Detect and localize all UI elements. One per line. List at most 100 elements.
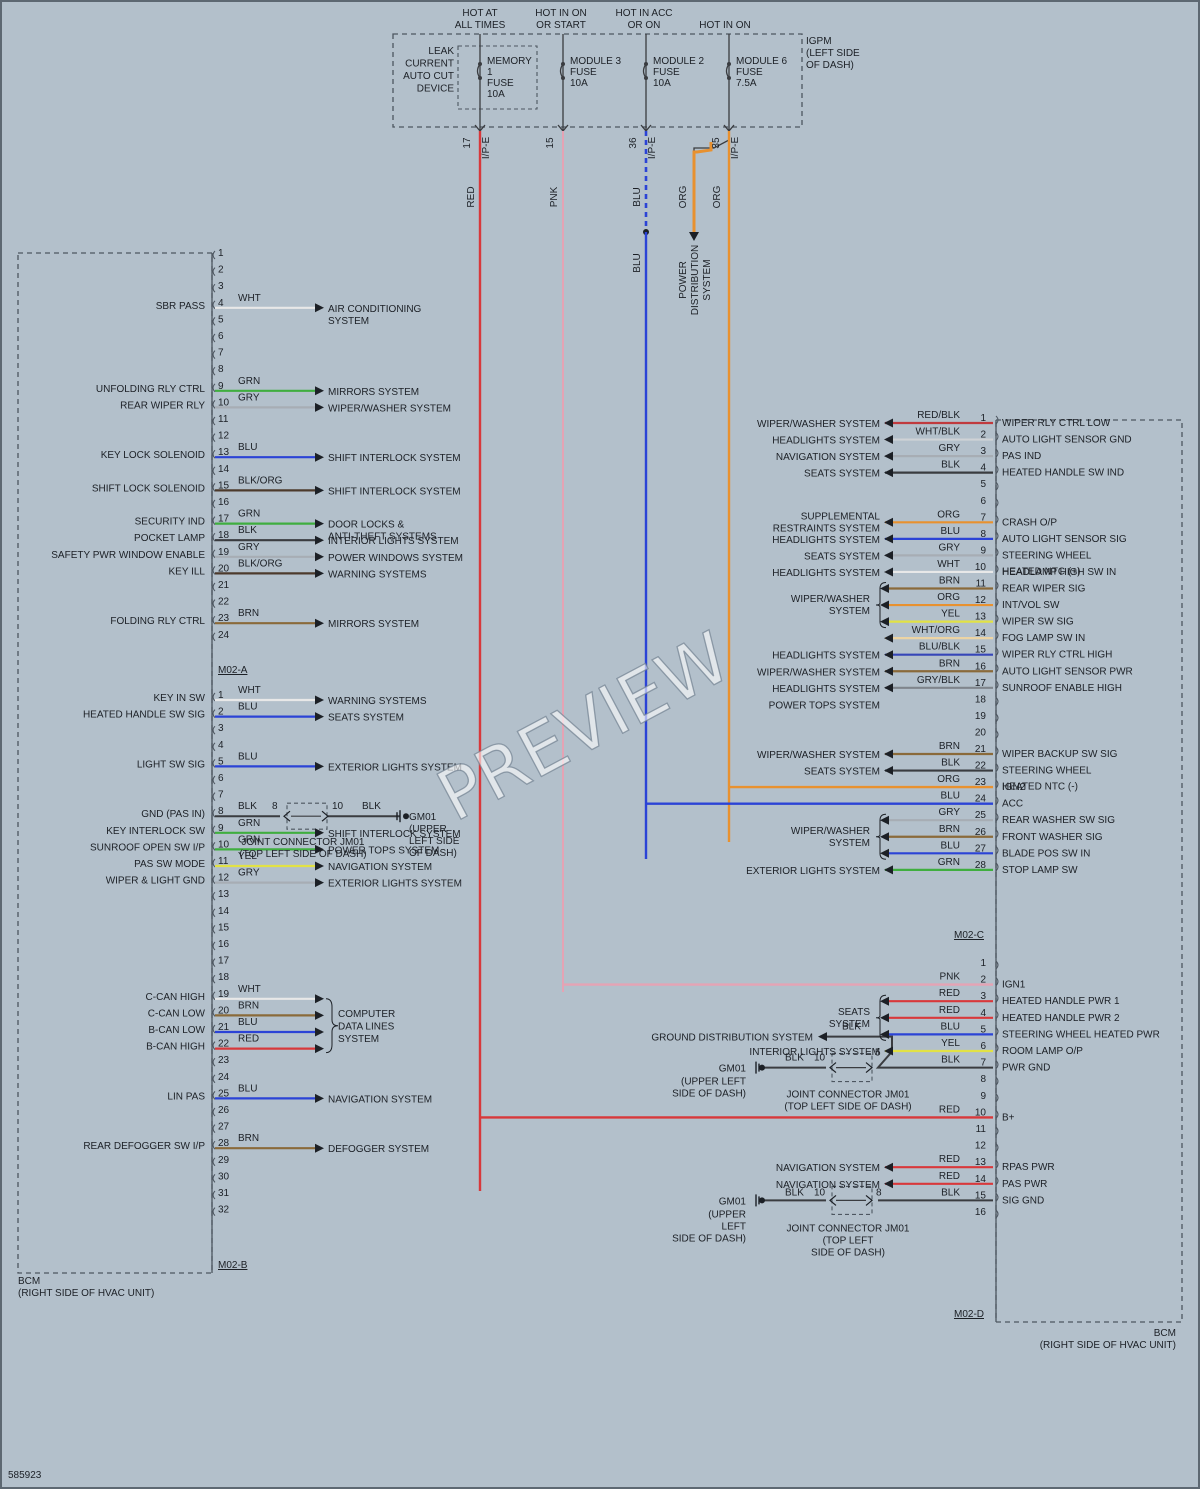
pin-number: 7: [980, 1058, 986, 1069]
system-label: HEADLIGHTS SYSTEM: [772, 436, 880, 447]
pin-socket: [212, 1174, 216, 1183]
joint-connector-label: SIDE OF DASH): [811, 1247, 885, 1258]
pin-number: 13: [218, 447, 230, 458]
pin-socket: [212, 333, 216, 343]
arrow-left-a: [315, 552, 324, 562]
arrow-right-d: [884, 1162, 893, 1172]
signal-label: WIPER RLY CTRL LOW: [1002, 418, 1111, 429]
system-label: ANTI-THEFT SYSTEMS: [328, 532, 437, 543]
wire-color-label: BLU: [941, 1021, 960, 1032]
wire-color-label: ORG: [678, 185, 689, 208]
signal-label: WIPER & LIGHT GND: [106, 876, 205, 887]
pin-number: 27: [975, 843, 987, 854]
pin-socket: [995, 630, 999, 640]
pin-number: 8: [218, 364, 224, 375]
wire-color-label: RED: [939, 1171, 960, 1182]
pin-socket: [212, 1074, 216, 1084]
wire-color-label: BLK: [238, 525, 257, 536]
arrow-left-b: [315, 761, 324, 771]
leak-cut-device-label: CURRENT: [405, 59, 454, 70]
seats-group-bracket-label: SEATS: [838, 1007, 870, 1018]
pin-number: 7: [980, 512, 986, 523]
signal-label: ROOM LAMP O/P: [1002, 1046, 1083, 1057]
pin-number: 13: [218, 889, 230, 900]
fuse-label: MODULE 6: [736, 56, 788, 67]
wire-color-label: BLK: [362, 801, 381, 812]
pin-number: 23: [218, 613, 230, 624]
arrow-can: [315, 1027, 324, 1037]
pin-number: 20: [218, 563, 230, 574]
signal-label: LIN PAS: [167, 1091, 205, 1102]
wire-color-label: BLU: [238, 1083, 257, 1094]
signal-label: B-CAN LOW: [148, 1025, 205, 1036]
arrow-left-b: [315, 878, 324, 888]
power-dist-label: DISTRIBUTION: [690, 245, 701, 316]
pin-socket: [995, 432, 999, 441]
leak-cut-device-label: DEVICE: [417, 84, 455, 95]
joint-pin: [829, 1194, 837, 1206]
pin-socket: [212, 350, 216, 359]
wire-color-label: WHT: [937, 559, 960, 570]
pin-socket: [212, 974, 216, 984]
arrow-left-a: [315, 618, 324, 628]
pin-socket: [212, 1041, 216, 1050]
joint-connector-label: JOINT CONNECTOR JM01: [787, 1223, 910, 1234]
pin-socket: [212, 1008, 216, 1017]
system-label: SEATS SYSTEM: [804, 469, 880, 480]
pin-number: 26: [975, 827, 987, 838]
arrow-right-c: [884, 550, 893, 560]
pin-socket: [212, 908, 216, 918]
pin-number: 9: [218, 381, 224, 392]
signal-label: PWR GND: [1002, 1063, 1050, 1074]
pin-number: 11: [218, 414, 229, 425]
pin-number: 13: [975, 1157, 987, 1168]
pin-number: 7: [218, 790, 224, 801]
pin-socket: [995, 1143, 999, 1152]
wire-color-label: BLK: [941, 460, 960, 471]
wiper-group-bracket-label: WIPER/WASHER: [791, 594, 870, 605]
pin-number: 28: [218, 1138, 230, 1149]
signal-label: HEATED NTC (-): [1002, 782, 1078, 793]
pin-number: 18: [218, 530, 230, 541]
arrow-left-b: [315, 695, 324, 705]
pin-socket: [212, 1057, 216, 1067]
arrow-right-c: [880, 848, 889, 858]
or-on-label: OR ON: [628, 20, 661, 31]
pin-socket: [995, 746, 999, 756]
pin-number: 12: [218, 431, 230, 442]
pin-number: 2: [980, 975, 986, 986]
joint-pin: [829, 1062, 837, 1074]
system-label: POWER TOPS SYSTEM: [328, 845, 439, 856]
wire-color-label: RED: [939, 1005, 960, 1016]
signal-label: KEY ILL: [168, 566, 205, 577]
leak-cut-box: [457, 45, 538, 110]
pin-number: 12: [975, 1141, 987, 1152]
pin-socket: [995, 1159, 999, 1169]
joint-pin: [321, 810, 329, 822]
pin-number: 7: [218, 348, 224, 359]
ground-point: [403, 813, 409, 820]
pin-socket: [212, 1157, 216, 1167]
pin-socket: [212, 283, 216, 293]
igpm-label: OF DASH): [806, 60, 854, 71]
hot-in-on-start-label: HOT IN ON: [535, 8, 586, 19]
wire-color-label: GRY: [238, 868, 260, 879]
wiper-group-bracket: [875, 582, 887, 629]
fuse-node: [561, 76, 565, 80]
wire-color-label: BLK: [785, 1187, 804, 1198]
signal-label: HEATED HANDLE PWR 2: [1002, 1013, 1120, 1024]
pin-socket: [995, 481, 999, 491]
gm01-location-label: SIDE OF DASH): [672, 1089, 746, 1100]
pin-socket: [212, 842, 216, 851]
pin-socket: [212, 566, 216, 575]
arrow-right-d: [880, 996, 889, 1006]
pin-number: 20: [218, 1005, 230, 1016]
joint-connector-label: JOINT CONNECTOR JM01: [787, 1090, 910, 1101]
igpm-label: IGPM: [806, 36, 832, 47]
connector-id-label: I/P-E: [647, 137, 658, 160]
pin-socket: [995, 829, 999, 839]
wire-color-label: BLK: [941, 1055, 960, 1066]
pin-number: 25: [218, 1088, 230, 1099]
arrow-left-a: [315, 452, 324, 462]
fuse-label: 1: [487, 67, 493, 78]
